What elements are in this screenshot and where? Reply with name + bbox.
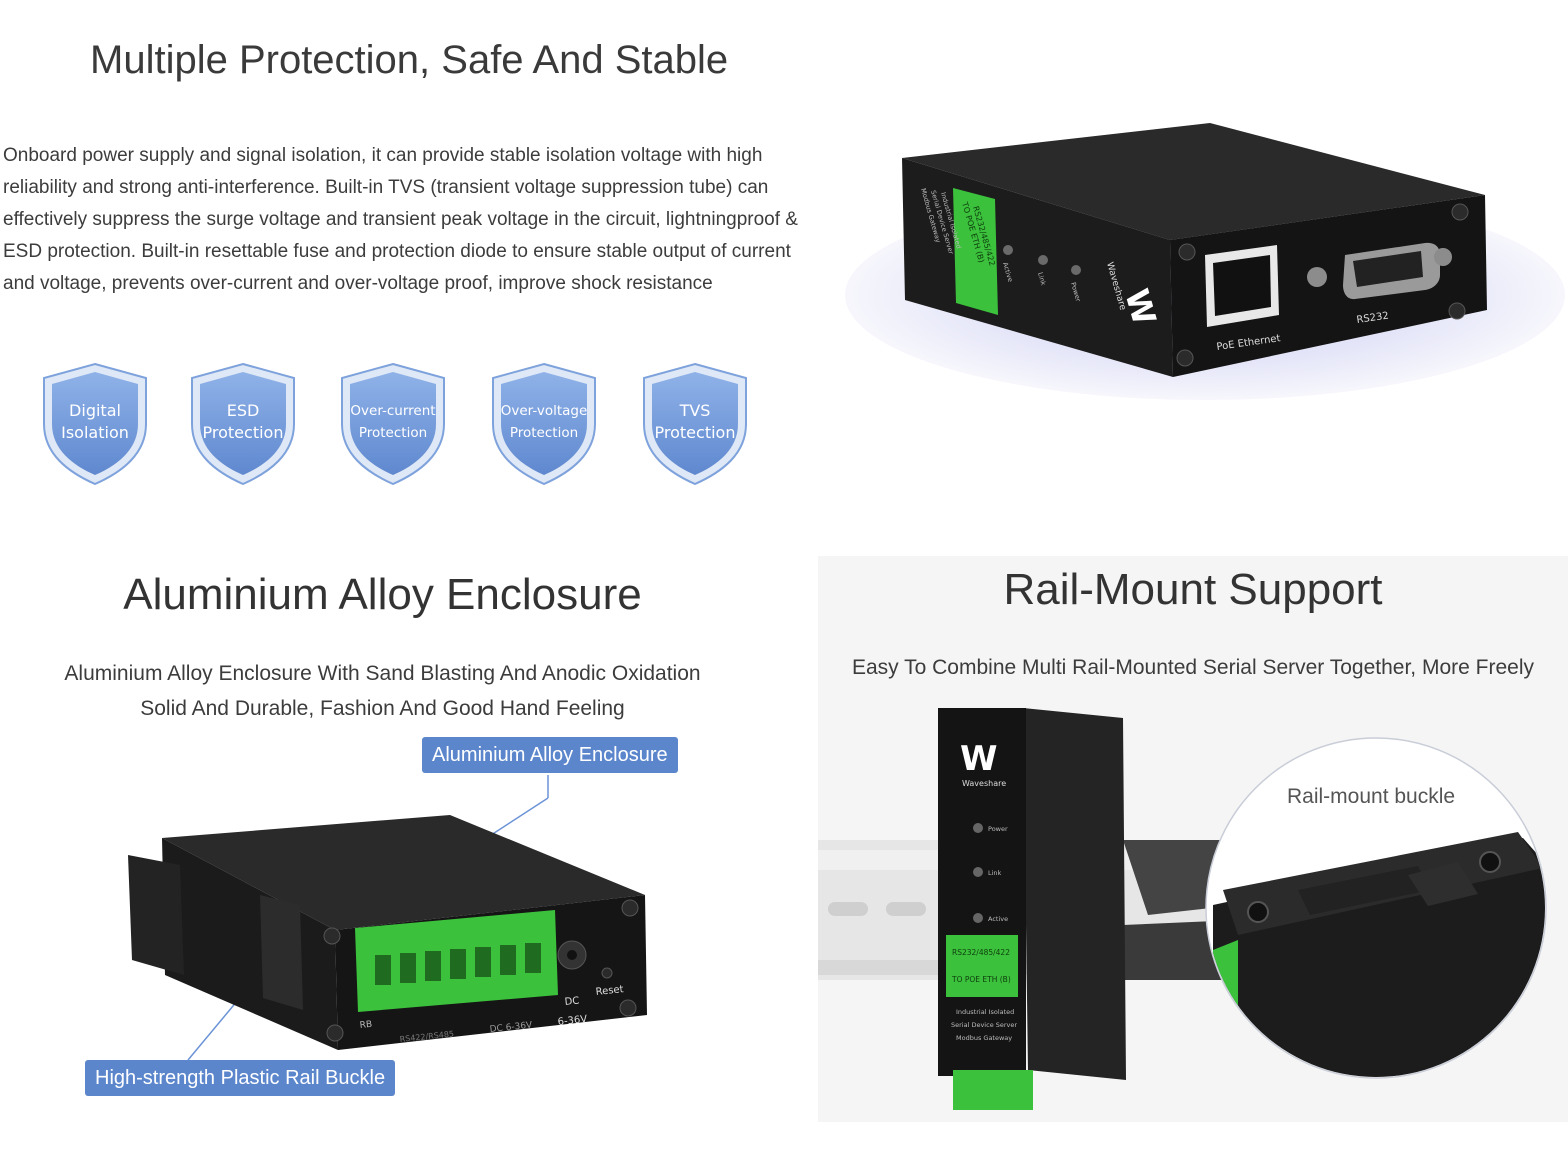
badge-tvs-protection: TVS Protection — [640, 362, 750, 487]
badge-esd-protection: ESD Protection — [188, 362, 298, 487]
section3-description: Easy To Combine Multi Rail-Mounted Seria… — [851, 656, 1535, 679]
svg-text:Waveshare: Waveshare — [962, 779, 1006, 788]
svg-text:Serial Device Server: Serial Device Server — [951, 1021, 1017, 1029]
badge-label: Over-voltage Protection — [500, 403, 588, 441]
badge-over-current-protection: Over-current Protection — [338, 362, 448, 487]
serial-server-device-image: W Waveshare RS232/485/422 TO POE ETH (B)… — [902, 123, 1487, 377]
section1-title: Multiple Protection, Safe And Stable — [90, 38, 729, 82]
badge-label: Digital Isolation — [61, 401, 129, 442]
badge-label: ESD Protection — [202, 401, 284, 442]
svg-text:Power: Power — [988, 825, 1008, 833]
svg-text:Reset: Reset — [595, 984, 624, 998]
svg-text:W: W — [960, 739, 998, 779]
callout-rail-mount-buckle: Rail-mount buckle — [1287, 785, 1456, 808]
svg-text:Industrial Isolated: Industrial Isolated — [956, 1008, 1014, 1016]
callout-aluminium-enclosure: Aluminium Alloy Enclosure — [422, 737, 678, 773]
svg-text:DC 6-36V: DC 6-36V — [489, 1020, 533, 1034]
section2-title: Aluminium Alloy Enclosure — [123, 570, 642, 619]
section2-description: Aluminium Alloy Enclosure With Sand Blas… — [64, 662, 701, 720]
svg-text:Link: Link — [1036, 271, 1047, 286]
svg-text:Link: Link — [988, 869, 1002, 877]
enclosure-device-image: DC 6-36V Reset DC 6-36V RS422/RS485 RB — [128, 775, 647, 1061]
shield-icon — [191, 362, 295, 486]
section1-description: Onboard power supply and signal isolatio… — [3, 145, 798, 294]
shield-icon — [43, 362, 147, 486]
badge-over-voltage-protection: Over-voltage Protection — [489, 362, 599, 487]
shield-icon — [341, 362, 445, 486]
svg-text:DC: DC — [564, 996, 580, 1008]
svg-text:RB: RB — [359, 1020, 372, 1031]
badge-digital-isolation: Digital Isolation — [40, 362, 150, 487]
section3-title: Rail-Mount Support — [1003, 565, 1383, 614]
shield-icon — [643, 362, 747, 486]
shield-icon — [492, 362, 596, 486]
svg-text:Active: Active — [988, 915, 1008, 923]
callout-plastic-rail-buckle: High-strength Plastic Rail Buckle — [85, 1060, 396, 1096]
rail-mount-image: W Waveshare Power Link Active RS232/485/… — [818, 708, 1547, 1110]
svg-text:6-36V: 6-36V — [557, 1014, 588, 1028]
badge-label: TVS Protection — [654, 401, 736, 442]
svg-text:TO POE ETH (B): TO POE ETH (B) — [951, 975, 1011, 984]
svg-text:RS232/485/422: RS232/485/422 — [952, 948, 1010, 957]
badge-label: Over-current Protection — [350, 403, 436, 441]
svg-text:RS232: RS232 — [1356, 311, 1390, 326]
svg-text:Modbus Gateway: Modbus Gateway — [956, 1034, 1012, 1042]
